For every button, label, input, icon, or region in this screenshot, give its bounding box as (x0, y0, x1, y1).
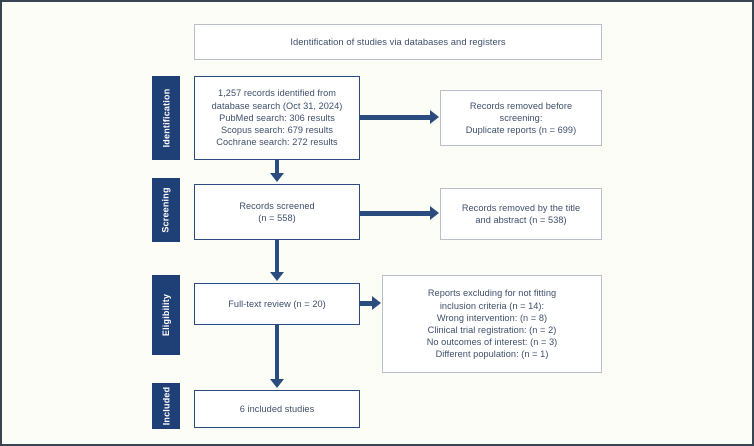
arrowhead-right-icon (430, 206, 439, 220)
phase-tab-screening: Screening (152, 178, 180, 242)
phase-tab-included: Included (152, 383, 180, 429)
arrow-down-screening-to-eligibility (275, 240, 279, 274)
text-line: Different population: (n = 1) (435, 349, 549, 360)
text-line: screening: (499, 112, 543, 123)
text-line: PubMed search: 306 results (219, 112, 335, 123)
arrowhead-right-icon (430, 110, 439, 124)
text-line: Duplicate reports (n = 699) (465, 125, 577, 136)
text-line: Records removed before (469, 100, 573, 111)
box-included-studies: 6 included studies (194, 390, 360, 428)
text-line: 1,257 records identified from (218, 88, 336, 99)
text-line: Full-text review (n = 20) (228, 298, 326, 309)
arrowhead-down-icon (270, 272, 284, 281)
phase-label-identification: Identification (161, 88, 171, 148)
text-line: database search (Oct 31, 2024) (211, 100, 343, 111)
text-line: and abstract (n = 538) (475, 215, 567, 225)
text-line: Records screened (239, 200, 315, 211)
arrow-right-eligibility-excluded (360, 301, 374, 306)
text-line: Records removed by the title (461, 202, 581, 213)
text-line: No outcomes of interest: (n = 3) (426, 337, 558, 348)
arrowhead-right-icon (372, 296, 381, 310)
text-line: Cochrane search: 272 results (216, 137, 338, 148)
text-line: Wrong intervention: (n = 8) (436, 312, 548, 323)
phase-tab-identification: Identification (152, 76, 180, 160)
arrowhead-down-icon (270, 173, 284, 182)
phase-tab-eligibility: Eligibility (152, 275, 180, 355)
phase-label-screening: Screening (161, 187, 172, 233)
arrow-right-identification-removed (360, 115, 432, 120)
diagram-title-box: Identification of studies via databases … (194, 24, 602, 60)
text-line: 6 included studies (239, 403, 315, 414)
box-identification-removed: Records removed before screening: Duplic… (440, 90, 602, 146)
arrowhead-down-icon (270, 379, 284, 388)
box-screening-removed: Records removed by the title and abstrac… (440, 188, 602, 240)
diagram-title: Identification of studies via databases … (290, 35, 506, 47)
arrow-right-screening-removed (360, 211, 432, 216)
text-line: inclusion criteria (n = 14): (439, 300, 545, 311)
arrow-down-identification-to-screening (275, 160, 279, 175)
arrow-down-eligibility-to-included (275, 325, 279, 381)
box-screening-records: Records screened (n = 558) (194, 184, 360, 240)
text-line: Clinical trial registration: (n = 2) (427, 325, 557, 335)
box-identification-records: 1,257 records identified from database s… (194, 76, 360, 160)
text-line: (n = 558) (258, 213, 296, 223)
box-eligibility-excluded: Reports excluding for not fitting inclus… (382, 275, 602, 373)
text-line: Reports excluding for not fitting (427, 288, 557, 299)
phase-label-included: Included (161, 386, 172, 426)
phase-label-eligibility: Eligibility (161, 293, 171, 337)
text-line: Scopus search: 679 results (220, 125, 334, 136)
box-eligibility-review: Full-text review (n = 20) (194, 283, 360, 325)
